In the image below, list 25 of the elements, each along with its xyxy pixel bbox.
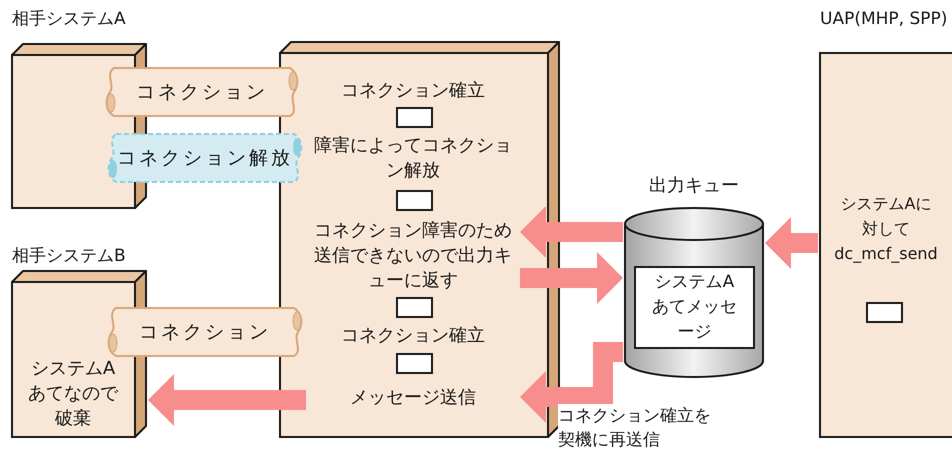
step-box xyxy=(396,190,433,211)
step-text: システムAに対してdc_mcf_send xyxy=(834,188,938,268)
system-note: システムAあてなので破棄 xyxy=(27,357,120,431)
step-text: コネクション確立 xyxy=(306,322,520,348)
step-box xyxy=(396,353,433,374)
step-text: 障害によってコネクション解放 xyxy=(306,133,520,183)
system-label: 相手システムB xyxy=(12,245,126,267)
connection-label: コネクション xyxy=(136,80,268,105)
step-text: メッセージ送信 xyxy=(306,384,520,410)
system-label: 相手システムA xyxy=(12,8,126,30)
arrow xyxy=(520,342,623,423)
step-box xyxy=(866,302,903,323)
queue-label: 出力キュー xyxy=(648,174,740,198)
arrow xyxy=(520,252,623,304)
arrow xyxy=(765,217,818,269)
step-box xyxy=(396,297,433,318)
step-text: コネクション障害のため送信できないので出力キューに返す xyxy=(306,218,520,293)
arrow xyxy=(520,206,623,258)
step-text: コネクション確立 xyxy=(306,77,520,103)
system-label: UAP(MHP, SPP) xyxy=(820,8,948,30)
arrow xyxy=(148,374,306,426)
connection-label: コネクション xyxy=(139,320,271,345)
step-box xyxy=(396,107,433,128)
connection-label: コネクション解放 xyxy=(117,146,293,171)
message-box: システムAあてメッセージ xyxy=(634,266,755,349)
